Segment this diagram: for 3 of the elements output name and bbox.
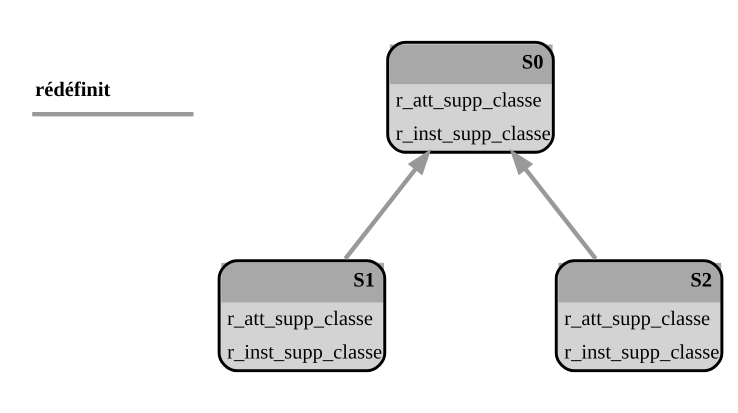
arrow bbox=[344, 148, 432, 260]
legend-label: rédéfinit bbox=[35, 79, 110, 102]
arrow bbox=[510, 148, 598, 260]
